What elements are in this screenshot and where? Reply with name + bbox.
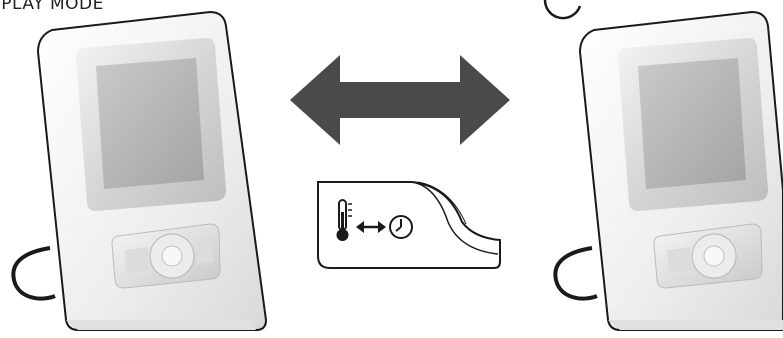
right-monitor-device	[555, 12, 783, 330]
right-device-screen	[618, 38, 768, 211]
right-device-cable	[555, 248, 597, 299]
thermometer-clock-toggle-icon	[318, 182, 500, 268]
circle-outline-icon	[545, 0, 580, 18]
double-headed-arrow-icon	[290, 55, 510, 145]
left-device-cable	[13, 248, 55, 299]
left-device-screen	[76, 38, 226, 211]
left-monitor-device	[13, 12, 266, 330]
